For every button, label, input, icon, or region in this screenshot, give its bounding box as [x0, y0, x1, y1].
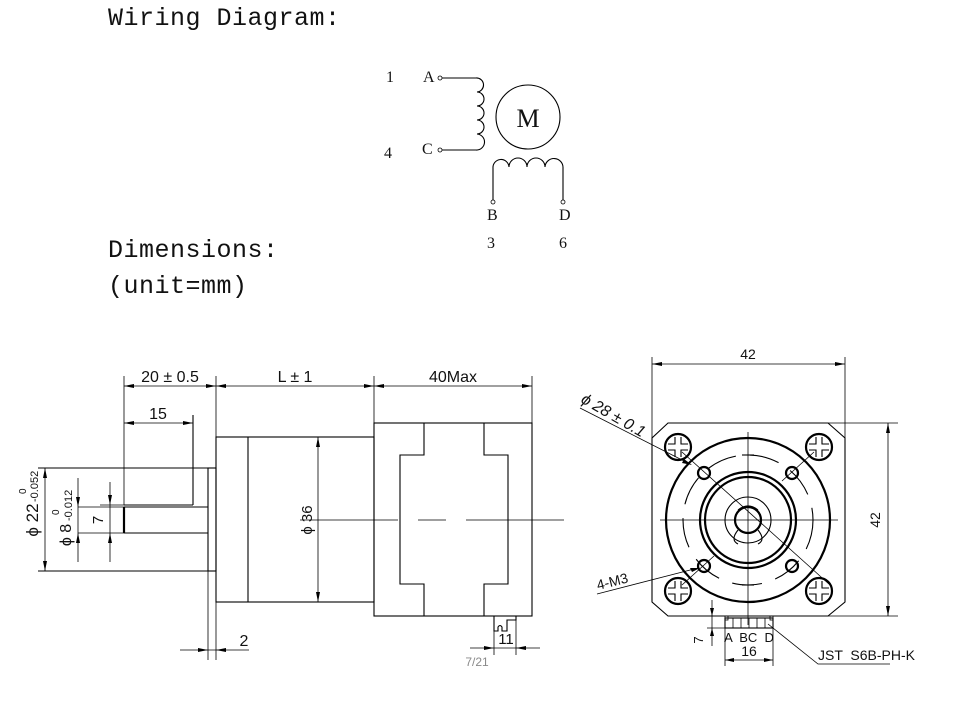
shaft-end-view [733, 505, 763, 535]
connector-pin-labels: A BC D [724, 630, 774, 645]
pin-number-6: 6 [559, 235, 567, 252]
dim-shaft-tol-lower: -0.012 [63, 490, 75, 521]
dim-connector-offset: 11 [498, 631, 514, 648]
terminal-d [560, 199, 566, 205]
dim-flat-length: 15 [149, 406, 167, 423]
dim-flange-thickness: 2 [240, 633, 249, 650]
dim-connector-width: 16 [741, 643, 757, 659]
connector-part-number: JST S6B-PH-K [818, 647, 916, 663]
dim-pilot-diameter: ϕ 22 [23, 503, 42, 536]
motor-symbol [495, 84, 561, 150]
corner-screws [663, 432, 834, 606]
motor-label: M [516, 104, 539, 133]
wiring-diagram: 1 A 4 C B D 3 6 M [384, 69, 571, 252]
dim-front-width: 42 [740, 346, 756, 362]
dim-mount-holes: 4-M3 [595, 570, 630, 593]
side-view: 20 ± 0.5 L ± 1 40Max 15 ϕ 22 0 -0.052 ϕ … [18, 369, 564, 660]
pin-number-1: 1 [386, 69, 394, 86]
page-indicator: 7/21 [465, 655, 489, 669]
dim-shaft-length: 20 ± 0.5 [141, 369, 199, 386]
dim-shaft-tol-upper: 0 [51, 509, 62, 515]
coil-bd [490, 157, 566, 205]
connector-side [493, 616, 517, 632]
wire-label-b: B [487, 207, 498, 224]
dim-body-length: L ± 1 [278, 369, 313, 386]
dim-pilot-tol-lower: -0.052 [29, 471, 41, 502]
wiring-diagram-heading: Wiring Diagram: [108, 4, 341, 33]
dim-bolt-circle: ϕ 28 ± 0.1 [578, 391, 648, 441]
dim-shaft-diameter: ϕ 8 [58, 524, 75, 546]
motor-body [373, 422, 533, 617]
dim-pilot-tol-upper: 0 [18, 488, 29, 494]
dim-gearbox-diameter: ϕ 36 [299, 505, 316, 534]
pin-number-3: 3 [487, 235, 495, 252]
unit-note: (unit=mm) [108, 272, 248, 301]
terminal-c [437, 147, 443, 153]
wire-label-c: C [422, 141, 433, 158]
wire-label-d: D [559, 207, 571, 224]
dimensions-heading: Dimensions: [108, 236, 279, 265]
dim-motor-length: 40Max [429, 369, 477, 386]
gearbox-body [215, 436, 375, 603]
front-view: 42 42 ϕ 28 ± 0.1 4-M3 A BC D [578, 346, 916, 666]
wire-label-a: A [423, 69, 435, 86]
dim-front-height: 42 [867, 512, 883, 528]
dim-flat-depth: 7 [90, 516, 107, 524]
pin-number-4: 4 [384, 145, 392, 162]
mount-holes [696, 465, 800, 574]
connector-front [724, 615, 774, 629]
terminal-a [437, 75, 443, 81]
pilot-circle [664, 436, 832, 604]
terminal-b [490, 199, 496, 205]
coil-ac [437, 75, 486, 153]
dim-connector-depth: 7 [691, 636, 706, 643]
